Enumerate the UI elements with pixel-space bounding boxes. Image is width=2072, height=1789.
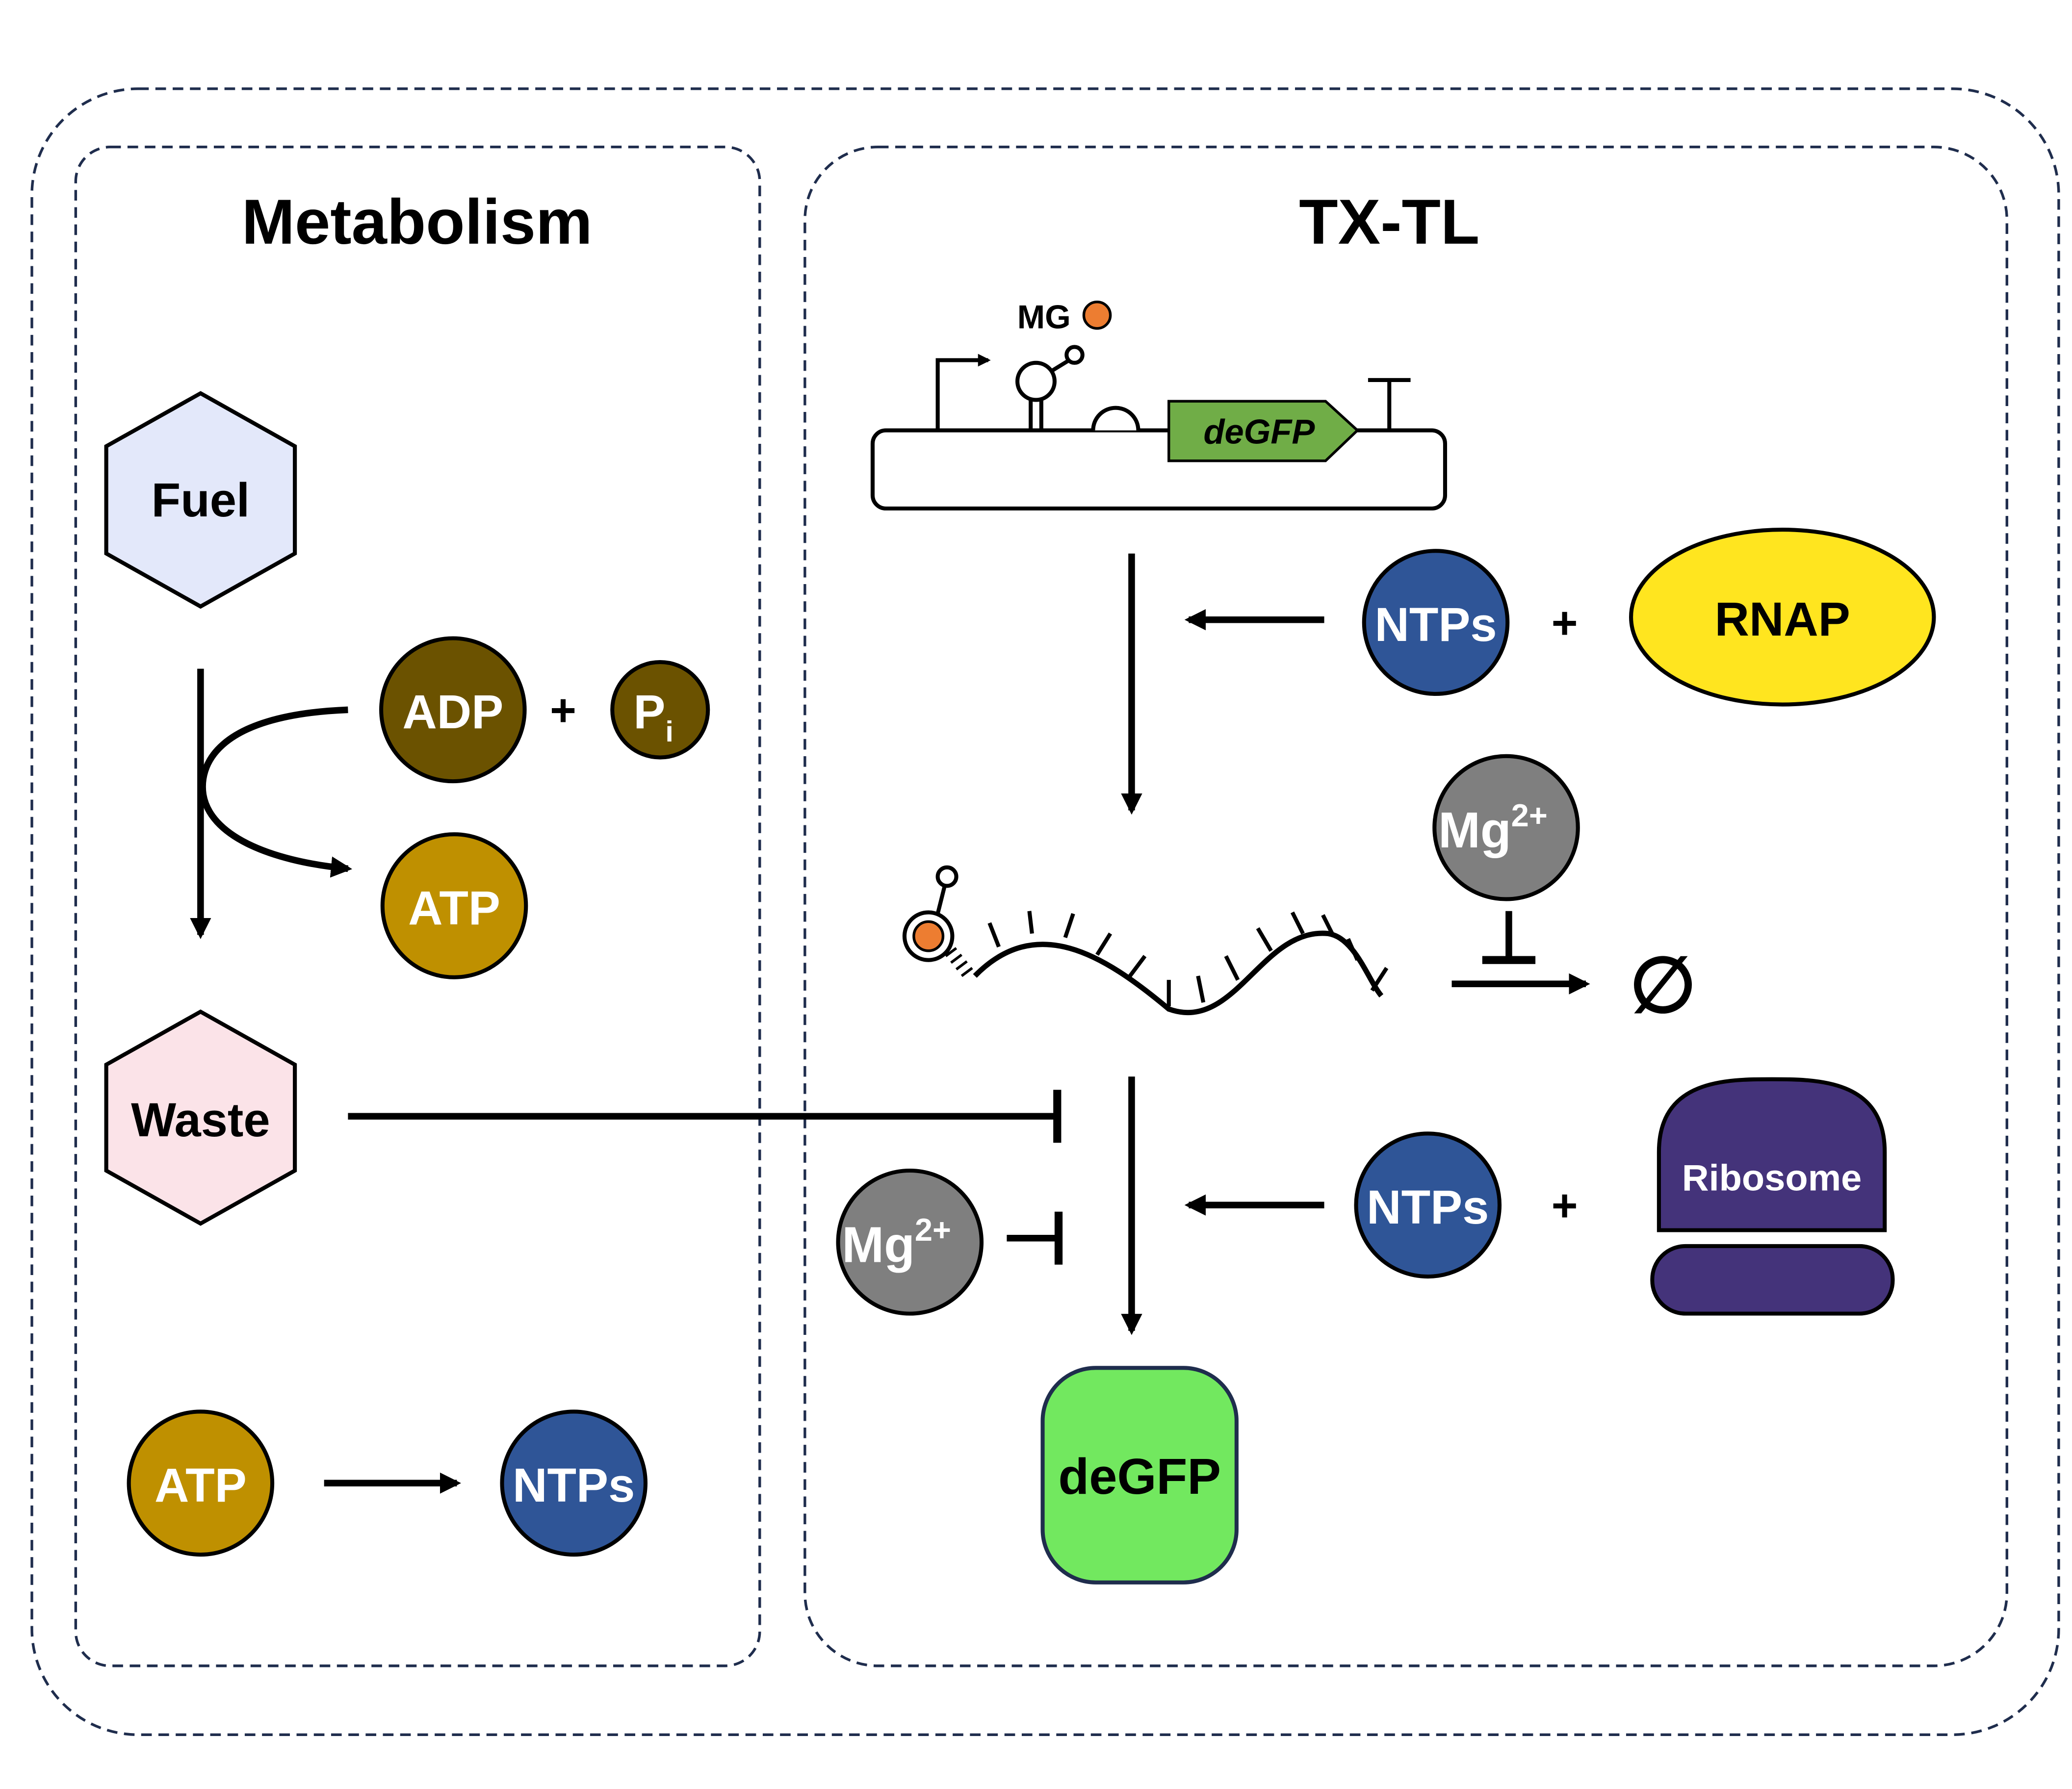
atp-product-node: ATP: [380, 832, 528, 979]
ribosome-large-subunit: [1657, 1077, 1887, 1232]
ntps-product-node: NTPs: [500, 1409, 648, 1557]
mg-bound-dye-icon: [912, 920, 945, 952]
mrna-backbone: [973, 930, 1384, 1015]
rbs-icon: [1091, 406, 1140, 431]
mrna-aptamer-tip: [935, 865, 958, 888]
adp-node: ADP: [379, 636, 527, 784]
dna-construct: deGFP MG: [870, 299, 1448, 511]
rnap-ellipse: [1629, 528, 1936, 707]
ribosome-node: Ribosome: [1650, 1077, 1895, 1316]
adp-circle: [379, 636, 527, 784]
mrna-transcript: [902, 865, 1389, 1015]
mrna-aptamer-hatch: [945, 947, 973, 977]
mg2-degradation-charge: 2+: [1511, 797, 1548, 833]
waste-hexagon: [104, 1009, 297, 1226]
ntps-product-circle: [500, 1409, 648, 1557]
mg2-translation-node: Mg2+: [836, 1168, 984, 1316]
ntps-product-label: NTPs: [513, 1458, 635, 1512]
ntps-translation-circle: [1354, 1131, 1502, 1279]
degradation-symbol: ∅: [1630, 943, 1697, 1028]
mg2-degradation-circle: [1432, 754, 1580, 901]
adp-to-atp-curved-arrow: [199, 706, 353, 878]
atp-source-circle: [127, 1409, 275, 1557]
mg2-translation-charge: 2+: [915, 1212, 951, 1248]
degfp-protein-label: deGFP: [1058, 1448, 1221, 1505]
aptamer-stem-icon: [1051, 358, 1070, 373]
ribosome-label: Ribosome: [1682, 1157, 1862, 1199]
pi-label: Pi: [633, 685, 673, 748]
pi-circle: [610, 660, 710, 760]
terminator-icon: [1368, 378, 1411, 431]
aptamer-loop-icon: [1015, 360, 1057, 402]
ntps-transcription-node: NTPs: [1362, 549, 1510, 696]
mg2-degradation-node: Mg2+: [1432, 754, 1580, 901]
aptamer-icon: [1029, 400, 1043, 431]
degfp-protein-box: [1040, 1366, 1239, 1585]
pi-main: P: [633, 685, 665, 739]
aptamer-tip-icon: [1064, 345, 1085, 365]
ribosome-small-subunit: [1650, 1244, 1895, 1316]
rnap-node: RNAP: [1629, 528, 1936, 707]
mrna-aptamer-stem: [935, 887, 947, 915]
mg2-translation-base: Mg: [842, 1216, 915, 1273]
mg2-degradation-base: Mg: [1438, 802, 1511, 858]
atp-source-label: ATP: [155, 1458, 247, 1512]
mrna-bases: [987, 911, 1389, 1007]
degfp-protein-node: deGFP: [1040, 1366, 1239, 1585]
mg-dye-icon: [1082, 300, 1112, 330]
dna-plasmid: [870, 428, 1448, 511]
mg2-translation-label: Mg2+: [842, 1212, 951, 1273]
rnap-label: RNAP: [1715, 592, 1850, 646]
fuel-node: Fuel: [104, 391, 297, 609]
mg2-translation-circle: [836, 1168, 984, 1316]
atp-source-node: ATP: [127, 1409, 275, 1557]
fuel-label: Fuel: [152, 473, 250, 527]
atp-product-circle: [380, 832, 528, 979]
waste-label: Waste: [131, 1093, 270, 1147]
pi-node: Pi: [610, 660, 710, 760]
mg-dye-label: MG: [1017, 299, 1071, 336]
outer-frame: [30, 87, 2060, 1736]
atp-product-label: ATP: [408, 881, 500, 935]
fuel-hexagon: [104, 391, 297, 609]
pi-subscript: i: [665, 715, 673, 748]
txtl-title: TX-TL: [1299, 186, 1479, 257]
txtl-panel: [803, 146, 2009, 1667]
rnap-plus: +: [1552, 598, 1578, 648]
waste-node: Waste: [104, 1009, 297, 1226]
metabolism-title: Metabolism: [242, 186, 593, 257]
ntps-transcription-circle: [1362, 549, 1510, 696]
mg2-degradation-label: Mg2+: [1438, 797, 1548, 858]
adp-pi-plus: +: [550, 686, 576, 736]
ntps-translation-node: NTPs: [1354, 1131, 1502, 1279]
gene-cds: [1167, 400, 1360, 462]
ntps-transcription-label: NTPs: [1374, 598, 1497, 651]
adp-label: ADP: [402, 685, 503, 739]
ntps-translation-label: NTPs: [1367, 1180, 1489, 1234]
gene-label: deGFP: [1203, 412, 1315, 451]
ribosome-plus: +: [1552, 1181, 1578, 1231]
promoter-icon: [935, 354, 991, 431]
